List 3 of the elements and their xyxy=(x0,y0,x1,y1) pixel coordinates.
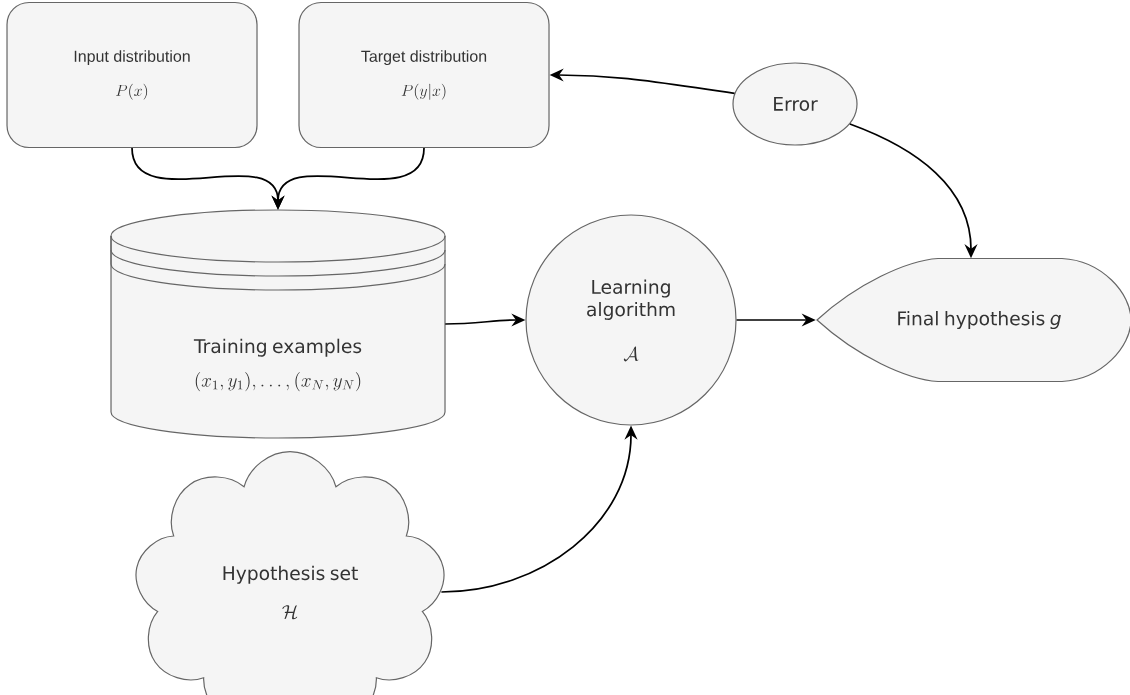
rounded-box: Input distribution $P(x)$ xyxy=(6,1,258,149)
rounded-box: Target distribution $P(y|x)$ xyxy=(298,1,550,149)
database-cylinder: Training examples $(x_1, y_1), \dots, (x_N, y_N)$ xyxy=(110,209,446,439)
